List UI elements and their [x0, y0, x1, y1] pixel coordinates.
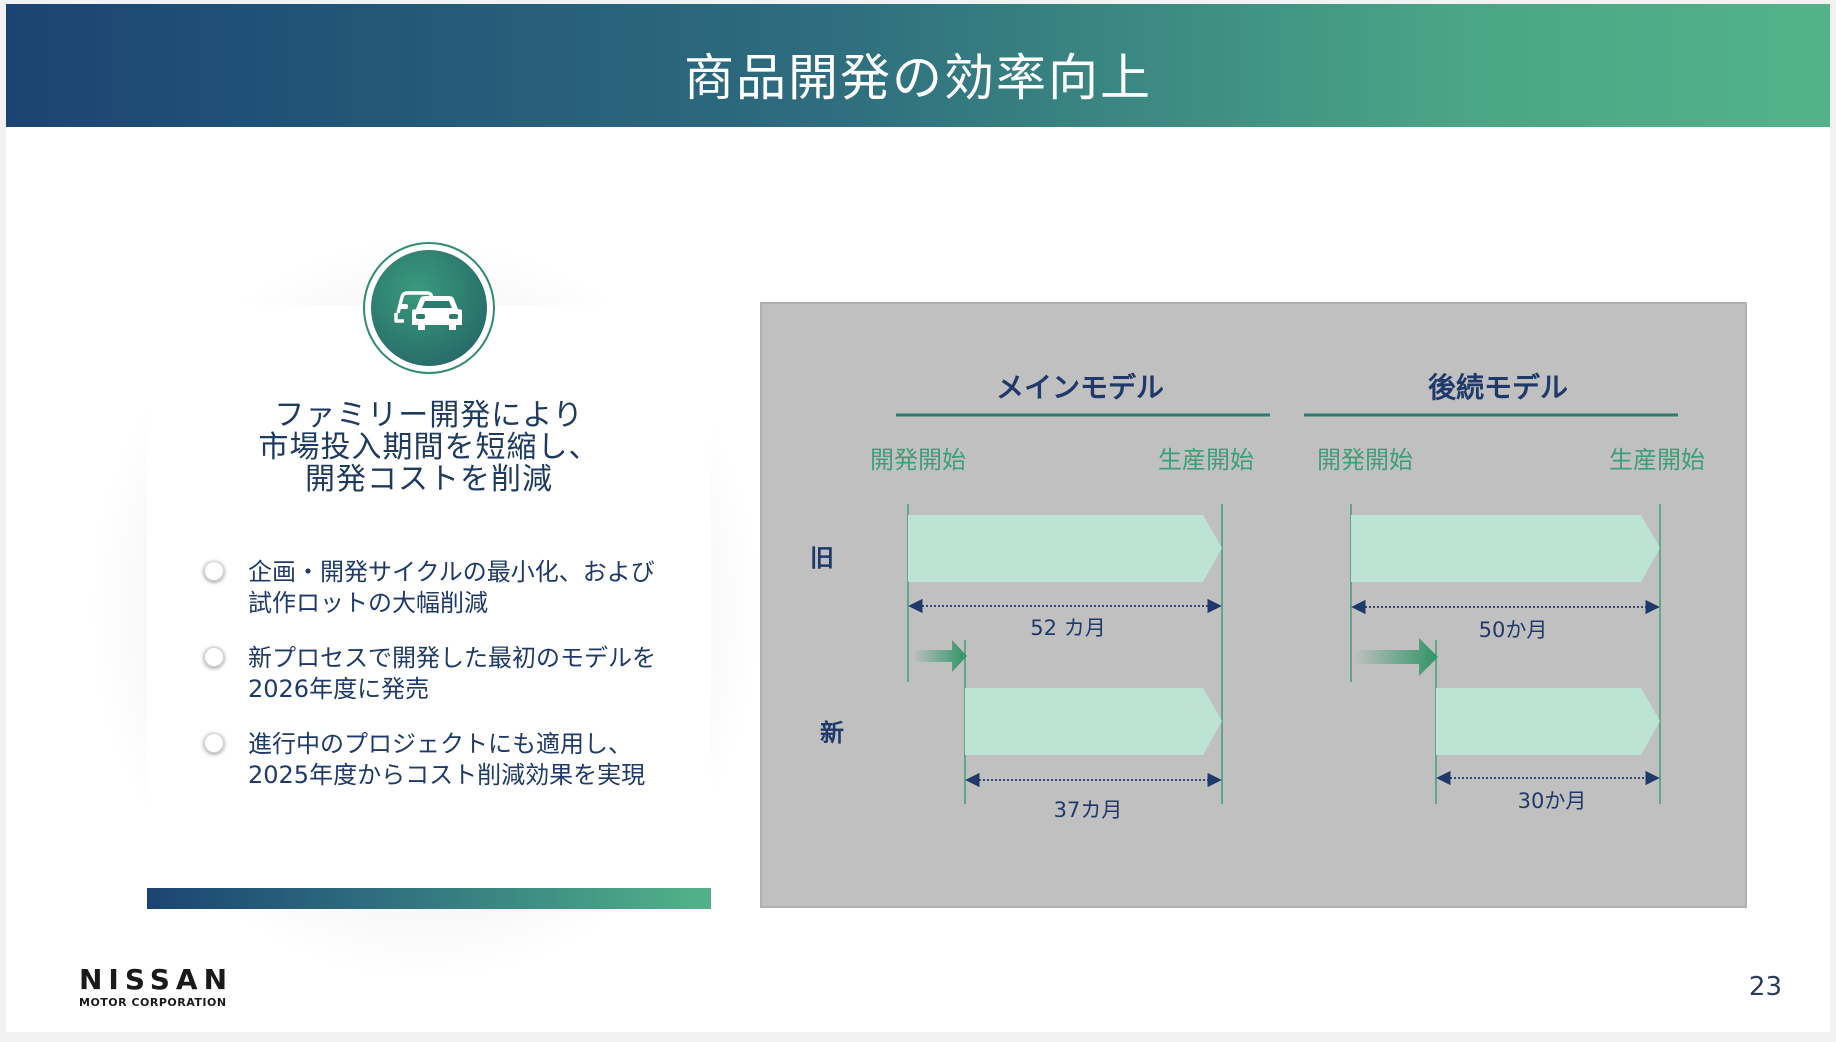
timeline-panel: メインモデル 後続モデル 開発開始 生産開始 開発開始 生産開始 旧 新: [760, 302, 1747, 908]
nissan-logo: NISSAN MOTOR CORPORATION: [79, 963, 234, 1010]
successor-new-bar: [1436, 688, 1660, 755]
successor-start-label: 開発開始: [1317, 446, 1413, 474]
bullet-line: 進行中のプロジェクトにも適用し、: [248, 730, 632, 758]
logo-main-text: NISSAN: [79, 963, 234, 996]
page-number: 23: [1748, 972, 1782, 1002]
main-model-title: メインモデル: [996, 371, 1164, 404]
main-new-bar: [965, 688, 1222, 755]
slide-title: 商品開発の効率向上: [684, 48, 1152, 107]
successor-old-duration: 50か月: [1479, 618, 1548, 642]
two-cars-icon: [371, 250, 487, 366]
card-accent-bar: [147, 888, 711, 909]
row-new-label: 新: [820, 719, 844, 747]
successor-model-title: 後続モデル: [1428, 371, 1568, 404]
heading-line: ファミリー開発により: [274, 398, 584, 433]
bullet-line: 2025年度からコスト削減効果を実現: [248, 761, 646, 789]
bullet-line: 試作ロットの大幅削減: [248, 589, 488, 617]
main-old-duration: 52 カ月: [1030, 616, 1105, 640]
bullet-text: 進行中のプロジェクトにも適用し、 2025年度からコスト削減効果を実現: [248, 729, 716, 791]
bullet-dot-icon: [204, 561, 224, 581]
successor-new-duration: 30か月: [1518, 789, 1587, 813]
successor-end-label: 生産開始: [1609, 446, 1705, 474]
main-start-label: 開発開始: [870, 446, 966, 474]
heading-line: 市場投入期間を短縮し、: [258, 430, 600, 465]
icon-badge: [365, 244, 493, 372]
bullet-line: 新プロセスで開発した最初のモデルを: [248, 644, 656, 672]
bullet-item: 企画・開発サイクルの最小化、および 試作ロットの大幅削減: [196, 557, 716, 619]
bullet-item: 新プロセスで開発した最初のモデルを 2026年度に発売: [196, 643, 716, 705]
main-end-label: 生産開始: [1158, 446, 1254, 474]
slide: 商品開発の効率向上 ファミリー開発により 市場投入期間を短縮し、: [6, 4, 1830, 1032]
title-bar: 商品開発の効率向上: [6, 4, 1830, 127]
bullet-item: 進行中のプロジェクトにも適用し、 2025年度からコスト削減効果を実現: [196, 729, 716, 791]
timeline-diagram: メインモデル 後続モデル 開発開始 生産開始 開発開始 生産開始 旧 新: [810, 371, 1705, 822]
bullet-dot-icon: [204, 733, 224, 753]
bullet-line: 企画・開発サイクルの最小化、および: [248, 558, 655, 586]
card-heading: ファミリー開発により 市場投入期間を短縮し、 開発コストを削減: [147, 400, 711, 496]
main-shift-arrow-icon: [912, 640, 967, 672]
bullet-dot-icon: [204, 647, 224, 667]
main-old-bar: [908, 515, 1222, 582]
successor-shift-arrow-icon: [1354, 638, 1438, 676]
main-new-duration: 37カ月: [1054, 798, 1123, 822]
logo-sub-text: MOTOR CORPORATION: [79, 996, 227, 1009]
bullet-text: 企画・開発サイクルの最小化、および 試作ロットの大幅削減: [248, 557, 716, 619]
summary-card: [147, 305, 711, 909]
heading-line: 開発コストを削減: [305, 462, 553, 497]
bullet-list: 企画・開発サイクルの最小化、および 試作ロットの大幅削減 新プロセスで開発した最…: [196, 557, 716, 815]
bullet-text: 新プロセスで開発した最初のモデルを 2026年度に発売: [248, 643, 716, 705]
successor-old-bar: [1351, 515, 1660, 582]
row-old-label: 旧: [810, 544, 834, 572]
bullet-line: 2026年度に発売: [248, 675, 430, 703]
